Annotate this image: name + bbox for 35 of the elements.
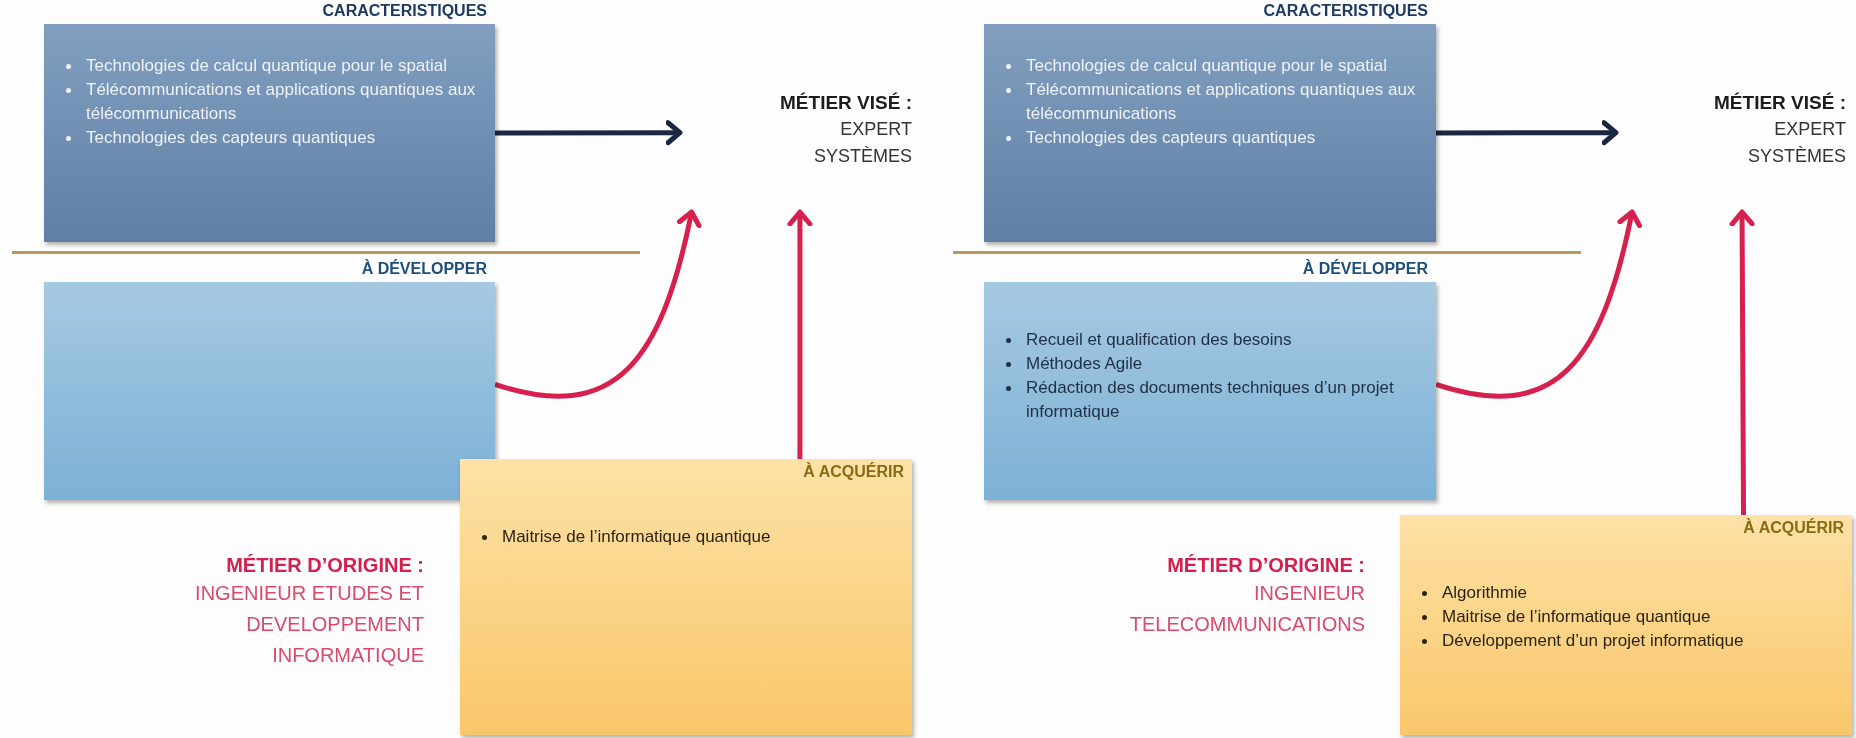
bullet-item: Télécommunications et applications quantiques aux télécommunications <box>1026 80 1416 123</box>
bullet-item: Maitrise de l’informatique quantique <box>502 527 771 546</box>
bullet-item: Technologies des capteurs quantiques <box>86 128 376 147</box>
section-heading: CARACTERISTIQUES <box>322 2 487 20</box>
arrow <box>1436 120 1619 146</box>
bullet-item: Technologies des capteurs quantiques <box>1026 128 1316 147</box>
job-heading: MÉTIER VISÉ : <box>779 91 912 115</box>
skills-to-acquire-panel <box>460 459 912 735</box>
section-heading: CARACTERISTIQUES <box>1263 2 1428 20</box>
bullet-item: Technologies de calcul quantique pour le spatial <box>86 56 448 75</box>
arrow <box>1729 209 1755 515</box>
section-heading: À DÉVELOPPER <box>361 260 487 278</box>
bullet-item: Maitrise de l’informatique quantique <box>1442 607 1711 626</box>
bullet-item: Technologies de calcul quantique pour le spatial <box>1026 56 1388 75</box>
job-heading: MÉTIER VISÉ : <box>1713 91 1846 115</box>
section-heading: À ACQUÉRIR <box>803 463 904 481</box>
job-heading: MÉTIER D’ORIGINE : <box>225 553 424 578</box>
skills-to-acquire-panel <box>1400 515 1852 735</box>
job-title: INGENIEUR TELECOMMUNICATIONS <box>1128 581 1365 637</box>
section-heading: À DÉVELOPPER <box>1302 260 1428 278</box>
bullet-item: Recueil et qualification des besoins <box>1026 330 1292 349</box>
job-title: INGENIEUR ETUDES ET DEVELOPPEMENT INFORMATIQUE <box>194 581 424 668</box>
arrow <box>787 209 813 459</box>
job-title: EXPERT SYSTÈMES <box>812 118 912 168</box>
arrow <box>495 120 683 146</box>
bullet-item: Développement d’un projet informatique <box>1442 631 1744 650</box>
arrow <box>1435 209 1642 399</box>
bullet-item: Algorithmie <box>1442 583 1528 602</box>
job-heading: MÉTIER D’ORIGINE : <box>1166 553 1365 578</box>
job-title: EXPERT SYSTÈMES <box>1746 118 1846 168</box>
bullet-item: Méthodes Agile <box>1026 354 1143 373</box>
bullet-item: Rédaction des documents techniques d’un projet informatique <box>1026 378 1394 421</box>
bullet-item: Télécommunications et applications quantiques aux télécommunications <box>86 80 476 123</box>
arrow <box>494 209 702 399</box>
section-heading: À ACQUÉRIR <box>1743 519 1844 537</box>
